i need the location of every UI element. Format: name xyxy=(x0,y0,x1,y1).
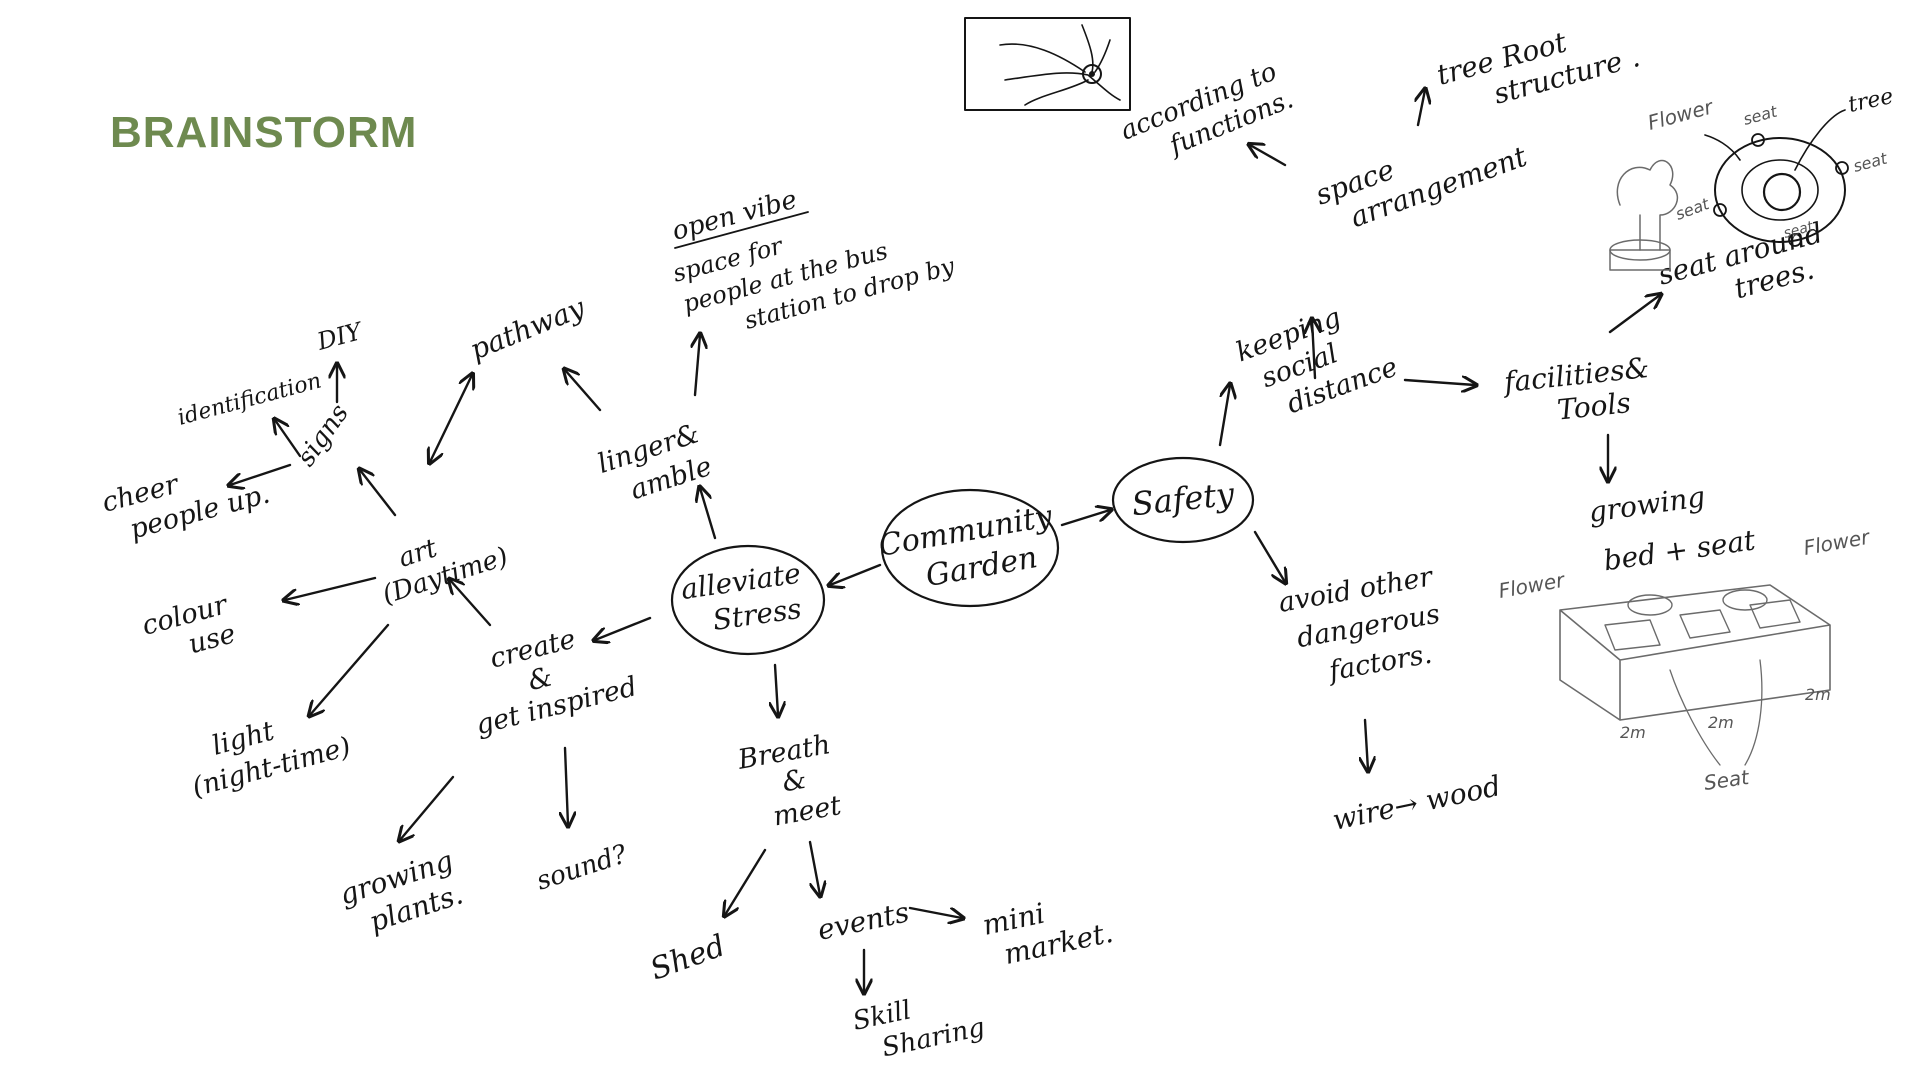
svg-text:mini market.: mini market. xyxy=(980,884,1116,975)
svg-text:Breath & meet: Breath & meet xyxy=(735,728,852,837)
breath-line-3: meet xyxy=(771,790,844,832)
sketch-seat-4: seat xyxy=(1782,219,1816,242)
svg-text:light (night-time): light (night-time) xyxy=(180,697,354,803)
sketch-seat-bottom: Seat xyxy=(1702,765,1751,795)
safety-node xyxy=(1111,456,1255,544)
svg-text:facilities& Tools: facilities& Tools xyxy=(1501,350,1664,432)
sketch-tree: tree xyxy=(1846,84,1896,118)
svg-text:create & get inspired: create & get inspired xyxy=(458,612,640,741)
diy-text: DIY xyxy=(313,317,366,356)
breath-line-2: & xyxy=(780,764,809,799)
svg-text:Skill Sharing: Skill Sharing xyxy=(850,981,987,1068)
create-line-3: get inspired xyxy=(473,671,640,741)
shed-text: Shed xyxy=(646,928,730,987)
svg-text:cheer people up.: cheer people up. xyxy=(99,447,273,551)
svg-text:avoid other dangerous: avoid other dangerous factors. xyxy=(1276,560,1457,694)
sketch-dim-3: 2m xyxy=(1805,685,1831,704)
sound-text: sound? xyxy=(533,839,632,897)
tree-root-sketch xyxy=(964,17,1131,111)
page-title: BRAINSTORM xyxy=(110,108,418,157)
alleviate-stress-node xyxy=(670,544,826,656)
svg-text:tree Root structure .: tree Root structure . xyxy=(1433,8,1643,123)
signs-text: signs xyxy=(291,399,355,472)
identification-text: identification xyxy=(175,368,324,430)
sketch-flower-3: Flower xyxy=(1802,524,1873,559)
wire-wood-text: wire→ wood xyxy=(1330,769,1504,837)
facilities-line-2: Tools xyxy=(1556,386,1633,427)
arrows xyxy=(230,90,1660,992)
svg-text:growing bed + seat: growing bed + seat xyxy=(1587,474,1758,579)
svg-text:seat around trees.: seat around trees. xyxy=(1655,214,1844,324)
open-vibe-underline xyxy=(674,211,809,249)
sketch-seat-3: seat xyxy=(1673,194,1712,224)
sketch-dim-2: 2m xyxy=(1708,713,1734,732)
svg-text:Community Garden: Community Garden xyxy=(876,497,1071,601)
safety-label: Safety xyxy=(1130,475,1237,524)
svg-text:art (Daytime): art (Daytime) xyxy=(369,513,511,610)
svg-text:keeping social distanc: keeping social distance xyxy=(1232,289,1402,430)
sketch-seat-2: seat xyxy=(1851,148,1890,175)
svg-text:space arrangement: space arrangement xyxy=(1311,108,1532,242)
sketch-seat-1: seat xyxy=(1741,101,1780,128)
community-garden-node xyxy=(880,488,1060,608)
svg-text:growing plants.: growing plants. xyxy=(336,841,477,945)
pathway-text: pathway xyxy=(465,290,590,366)
sketch-dim-1: 2m xyxy=(1620,723,1646,742)
sketch-flower-2: Flower xyxy=(1497,567,1568,602)
growing-bed-line-1: growing xyxy=(1587,480,1708,529)
growing-bed-line-2: bed + seat xyxy=(1602,523,1758,577)
sketch-flower-1: Flower xyxy=(1645,94,1717,135)
events-text: events xyxy=(815,895,912,947)
svg-text:colour use: colour use xyxy=(139,587,247,671)
svg-text:alleviate Stress: alleviate Stress xyxy=(679,555,817,640)
